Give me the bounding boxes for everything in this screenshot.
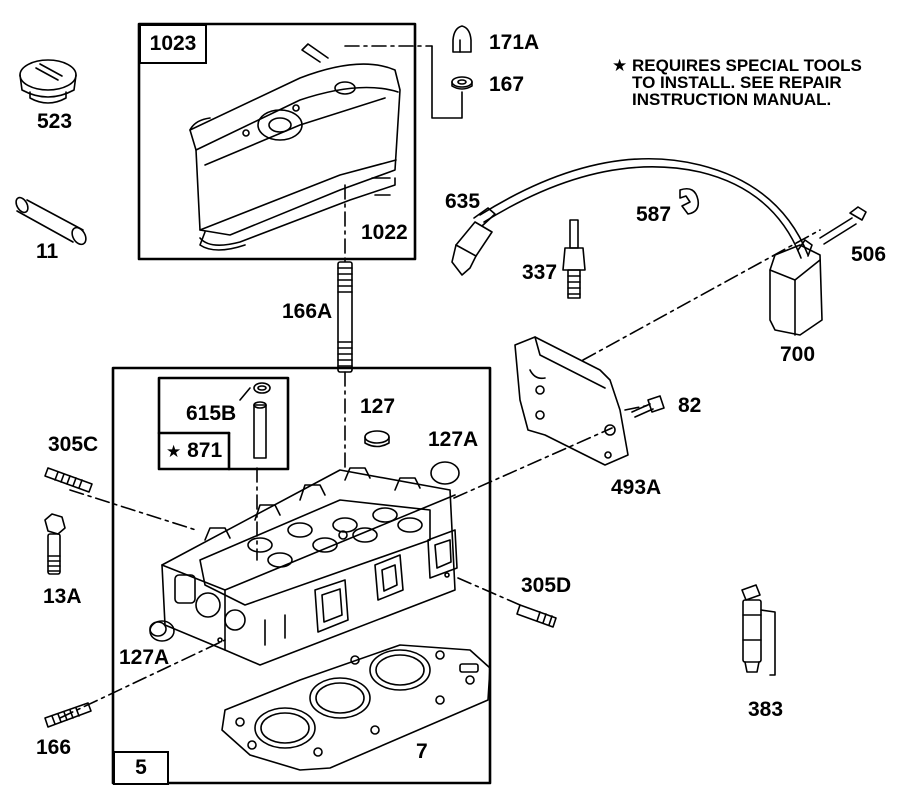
label-383: 383 — [748, 698, 784, 721]
bracket-493A — [514, 336, 629, 466]
label-523: 523 — [37, 110, 73, 133]
label-167: 167 — [489, 73, 525, 96]
label-1022: 1022 — [361, 221, 408, 244]
special-tools-note: ★ REQUIRES SPECIAL TOOLS TO INSTALL. SEE… — [612, 57, 862, 108]
label-11: 11 — [36, 240, 59, 263]
label-1023-text: 1023 — [149, 32, 197, 55]
plug-127A-top — [430, 461, 460, 485]
tube-11 — [15, 196, 87, 246]
label-337: 337 — [522, 261, 558, 284]
sensor-383 — [741, 584, 776, 676]
label-506: 506 — [851, 243, 887, 266]
label-127: 127 — [360, 395, 396, 418]
head-gasket-7 — [221, 644, 491, 771]
box-1023 — [137, 22, 417, 261]
label-5-text: 5 — [135, 756, 147, 779]
label-305D: 305D — [521, 574, 572, 597]
washer-167 — [451, 76, 473, 90]
label-82: 82 — [678, 394, 702, 417]
star-icon: ★ — [166, 442, 182, 461]
label-635: 635 — [445, 190, 481, 213]
clip-587 — [679, 187, 700, 215]
label-5: 5 — [113, 751, 169, 785]
cylinder-head — [161, 467, 458, 666]
plug-127 — [364, 430, 390, 448]
box-5 — [111, 366, 492, 785]
nut-171A — [452, 25, 472, 53]
label-127A-top: 127A — [428, 428, 479, 451]
spark-plug-337 — [562, 219, 586, 299]
label-1023: 1023 — [139, 24, 207, 64]
star-icon: ★ — [612, 56, 628, 75]
stud-305D — [516, 604, 557, 628]
label-700: 700 — [780, 343, 816, 366]
note-line-3: INSTRUCTION MANUAL. — [632, 90, 832, 109]
label-587: 587 — [636, 203, 672, 226]
label-7: 7 — [416, 740, 428, 763]
valve-cover — [189, 43, 401, 251]
valve-guide-871 — [239, 382, 271, 459]
ignition-coil-700 — [769, 239, 823, 336]
label-493A: 493A — [611, 476, 662, 499]
note-line-1: REQUIRES SPECIAL TOOLS — [631, 56, 862, 75]
label-166: 166 — [36, 736, 72, 759]
note-line-2: TO INSTALL. SEE REPAIR — [632, 73, 842, 92]
label-615B: 615B — [186, 402, 237, 425]
box-615B-871 — [157, 376, 290, 471]
stud-166 — [44, 702, 92, 728]
label-871-text: 871 — [187, 439, 223, 462]
stud-166A — [337, 261, 353, 373]
label-871: ★ 871 — [166, 440, 222, 461]
label-305C: 305C — [48, 433, 99, 456]
label-171A: 171A — [489, 31, 540, 54]
plug-127A-bottom — [149, 620, 175, 642]
spark-plug-wire-635 — [451, 157, 809, 276]
bolt-13A — [44, 513, 66, 575]
oil-cap-523 — [19, 59, 77, 104]
label-13A: 13A — [43, 585, 82, 608]
label-166A: 166A — [282, 300, 333, 323]
stud-305C — [44, 467, 93, 493]
screw-506 — [819, 206, 867, 245]
label-127A-bottom: 127A — [119, 646, 170, 669]
screw-82 — [631, 395, 665, 418]
